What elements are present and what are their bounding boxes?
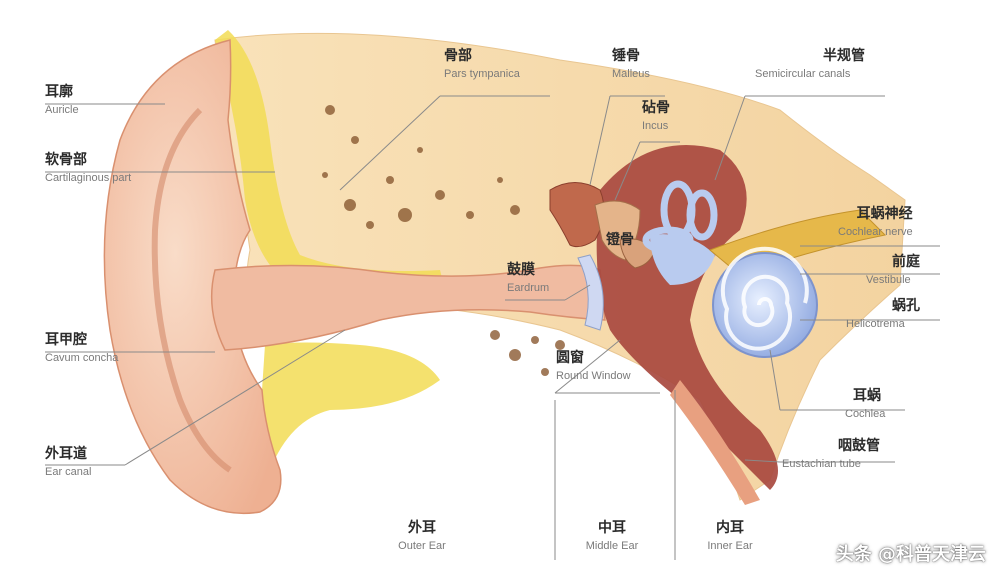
label-concha-zh: 耳甲腔	[45, 332, 87, 348]
label-cartilage-en: Cartilaginous part	[45, 172, 132, 185]
cartilage-band-lower	[259, 342, 440, 470]
label-helicotrema-en: Helicotrema	[846, 318, 905, 331]
label-eardrum-en: Eardrum	[507, 282, 550, 295]
middle-ear-cavity	[596, 145, 778, 490]
label-ear-canal-en: Ear canal	[45, 466, 92, 479]
label-cochlea-en: Cochlea	[845, 408, 886, 421]
label-eardrum: 鼓膜 Eardrum	[507, 262, 549, 295]
ear-canal-tube	[210, 264, 606, 351]
label-vestibule-en: Vestibule	[866, 274, 911, 287]
label-concha: 耳甲腔 Cavum concha	[45, 332, 118, 365]
label-cartilage-zh: 软骨部	[45, 152, 87, 168]
label-semicircular: 半规管 Semicircular canals	[755, 48, 865, 81]
label-outer-ear-zh: 外耳	[408, 520, 436, 536]
eustachian-tube-shape	[670, 380, 760, 505]
label-vestibule: 前庭 Vestibule	[866, 254, 920, 287]
label-eardrum-zh: 鼓膜	[507, 262, 535, 278]
label-malleus: 锤骨 Malleus	[612, 48, 650, 81]
auricle-inner-fold	[151, 107, 232, 473]
label-ear-canal-zh: 外耳道	[45, 446, 87, 462]
label-round-window-en: Round Window	[556, 370, 631, 383]
label-auricle-en: Auricle	[45, 104, 79, 117]
label-round-window-zh: 圆窗	[556, 350, 584, 366]
label-inner-ear: 内耳 Inner Ear	[707, 520, 752, 553]
label-cochlea-zh: 耳蜗	[853, 388, 881, 404]
leader-lines	[45, 95, 940, 560]
watermark: 头条 @科普天津云	[835, 544, 986, 565]
label-eustachian: 咽鼓管 Eustachian tube	[782, 438, 880, 471]
cochlea-shape	[712, 246, 818, 358]
label-malleus-en: Malleus	[612, 68, 650, 81]
bone-pores	[322, 105, 565, 376]
label-round-window: 圆窗 Round Window	[556, 350, 631, 383]
label-inner-ear-zh: 内耳	[716, 520, 744, 536]
label-eustachian-en: Eustachian tube	[782, 458, 861, 471]
label-middle-ear-en: Middle Ear	[585, 540, 639, 553]
label-bone-en: Pars tympanica	[444, 68, 520, 81]
label-ear-canal: 外耳道 Ear canal	[45, 446, 91, 479]
label-semicircular-en: Semicircular canals	[755, 68, 851, 81]
label-outer-ear: 外耳 Outer Ear	[398, 520, 446, 553]
label-auricle-zh: 耳廓	[45, 84, 73, 100]
eardrum-shape	[577, 254, 604, 331]
label-inner-ear-en: Inner Ear	[707, 540, 753, 553]
label-middle-ear: 中耳 Middle Ear	[586, 520, 639, 553]
label-concha-en: Cavum concha	[45, 352, 119, 365]
auricle-shape	[103, 39, 282, 515]
label-incus-zh: 砧骨	[642, 100, 670, 116]
label-vestibule-zh: 前庭	[892, 254, 920, 270]
label-cochlear-nerve: 耳蜗神经 Cochlear nerve	[838, 206, 913, 239]
label-semicircular-zh: 半规管	[823, 48, 865, 64]
label-helicotrema-zh: 蜗孔	[892, 298, 920, 314]
label-stapes-zh: 镫骨	[606, 232, 634, 248]
label-eustachian-zh: 咽鼓管	[838, 438, 880, 454]
label-cochlea: 耳蜗 Cochlea	[845, 388, 885, 421]
label-bone-zh: 骨部	[444, 48, 472, 64]
label-cartilage: 软骨部 Cartilaginous part	[45, 152, 131, 185]
label-auricle: 耳廓 Auricle	[45, 84, 79, 117]
label-middle-ear-zh: 中耳	[597, 520, 626, 536]
malleus-shape	[549, 182, 605, 248]
cartilage-band	[215, 30, 445, 294]
label-incus-en: Incus	[642, 120, 669, 133]
label-cochlear-nerve-zh: 耳蜗神经	[856, 206, 913, 222]
label-helicotrema: 蜗孔 Helicotrema	[846, 298, 920, 331]
label-cochlear-nerve-en: Cochlear nerve	[838, 226, 913, 239]
label-bone: 骨部 Pars tympanica	[444, 48, 520, 81]
vestibule-shape	[650, 234, 715, 285]
label-outer-ear-en: Outer Ear	[398, 540, 446, 553]
label-incus: 砧骨 Incus	[642, 100, 670, 133]
label-malleus-zh: 锤骨	[612, 48, 640, 64]
label-stapes: 镫骨	[606, 232, 634, 248]
